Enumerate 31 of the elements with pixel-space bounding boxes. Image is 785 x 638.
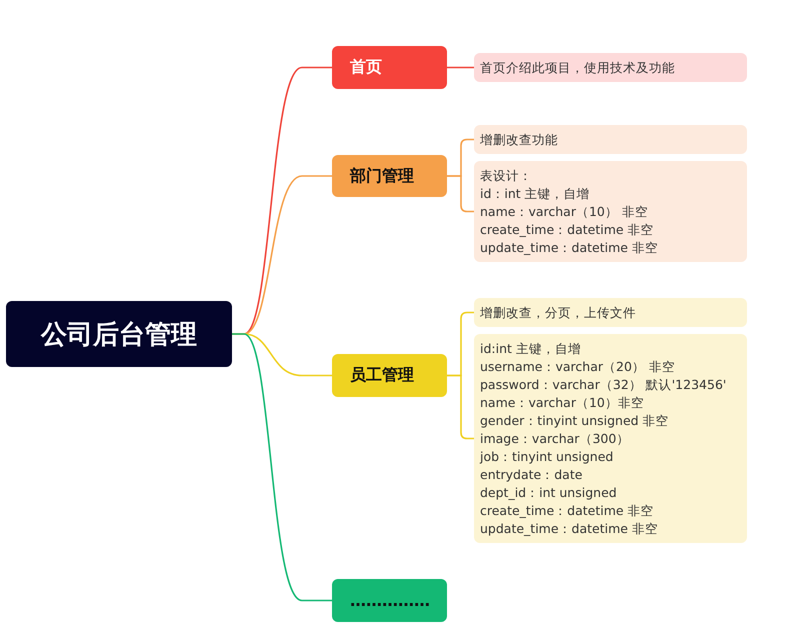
table-design-box: [474, 334, 747, 543]
topic-box: 首页: [332, 46, 447, 89]
note-box: [474, 53, 747, 82]
text-line: dept_id：int unsigned: [480, 484, 618, 502]
table-design-box: [474, 161, 747, 262]
text-line: update_time：datetime 非空: [480, 238, 659, 256]
root-box: 公司后台管理: [6, 301, 232, 367]
topic-box: 部门管理: [332, 155, 447, 197]
text-line: 增删改查功能: [480, 130, 559, 148]
text-line: name：varchar（10）非空: [480, 394, 645, 412]
text-line: name：varchar（10） 非空: [480, 202, 649, 220]
text-line: create_time：datetime 非空: [480, 502, 655, 520]
connector-line: [232, 333, 332, 602]
text-line: image：varchar（300）: [480, 430, 630, 448]
text-line: job：tinyint unsigned: [480, 448, 614, 466]
text-line: password：varchar（32） 默认'123456': [480, 376, 728, 394]
text-line: username：varchar（20） 非空: [480, 358, 676, 376]
topic-box: 员工管理: [332, 354, 447, 397]
text-line: 表设计：: [480, 166, 533, 184]
text-line: update_time：datetime 非空: [480, 520, 659, 538]
note-box: [474, 125, 747, 154]
topic-box: ……………: [332, 579, 447, 622]
text-line: 增删改查，分页，上传文件: [480, 304, 637, 322]
text-line: id:int 主键，自增: [480, 340, 582, 358]
text-line: entrydate：date: [480, 466, 584, 484]
note-box: [474, 298, 747, 327]
text-line: 首页介绍此项目，使用技术及功能: [480, 58, 676, 76]
text-line: id：int 主键，自增: [480, 184, 591, 202]
text-line: gender：tinyint unsigned 非空: [480, 412, 670, 430]
connector-line: [447, 66, 474, 68]
text-line: create_time：datetime 非空: [480, 220, 655, 238]
